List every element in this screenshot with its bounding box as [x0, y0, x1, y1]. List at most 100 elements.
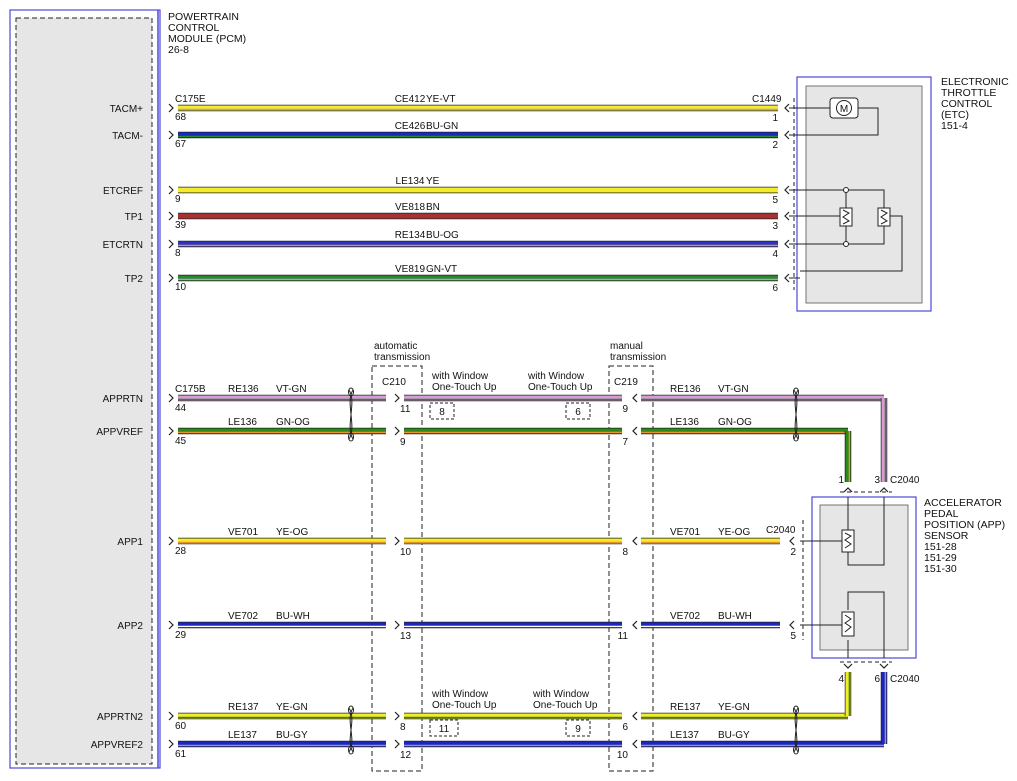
color-code-right-appvref2: BU-GY [718, 730, 750, 741]
sensor-pin-arrow-apprtn [879, 487, 889, 493]
c219-pin-apprtn: 9 [622, 404, 628, 415]
color-code-left-apprtn2: YE-GN [276, 702, 308, 713]
color-code-right-app2: BU-WH [718, 611, 752, 622]
etc-title-5: 151-4 [941, 120, 968, 132]
wire-apprtn-c210-c219 [404, 394, 622, 402]
wire-app2-c210-c219 [404, 621, 622, 629]
window-note-box-apprtn-right: 6 [575, 407, 581, 418]
wire-apprtn2-pcm-c210 [178, 712, 386, 720]
c210-pin-appvref2: 12 [400, 750, 412, 761]
circuit-id-left-appvref: LE136 [228, 417, 257, 428]
etc-pin-arrow-tp2 [784, 273, 790, 283]
circuit-id-right-apprtn: RE136 [670, 384, 701, 395]
signal-label-app1: APP1 [117, 537, 143, 548]
c219-pin-arrow-app1 [632, 536, 638, 546]
color-code-tacm-: BU-GN [426, 121, 458, 132]
c210-pin-apprtn: 11 [400, 404, 411, 415]
pcm-pin-app1: 28 [175, 546, 187, 557]
circuit-id-right-appvref: LE136 [670, 417, 699, 428]
window-note-box-apprtn2-left: 11 [439, 724, 450, 735]
wire-app1-c219-sensor [641, 537, 780, 545]
circuit-id-tacm-: CE426 [395, 121, 426, 132]
color-code-tp1: BN [426, 202, 440, 213]
app-connector-top-label: C2040 [890, 475, 920, 486]
etc-motor-symbol: M [840, 104, 848, 115]
etc-splice-top [843, 187, 849, 193]
pcm-pin-tp1: 39 [175, 220, 187, 231]
signal-label-tacm-: TACM- [112, 131, 143, 142]
app-title-6: 151-29 [924, 552, 957, 564]
signal-label-app2: APP2 [117, 621, 143, 632]
c219-note-2: transmission [610, 352, 666, 363]
pcm-pin-arrow-app2 [168, 620, 174, 630]
pcm-pin-apprtn: 44 [175, 403, 187, 414]
etc-pin-arrow-tacm- [784, 130, 790, 140]
color-code-tacm-: YE-VT [426, 94, 455, 105]
c219-pin-arrow-apprtn2 [632, 711, 638, 721]
c219-note-1: manual [610, 341, 643, 352]
etc-module: ELECTRONIC THROTTLE CONTROL (ETC) 151-4 … [752, 76, 1009, 312]
c210-pin-arrow-apprtn [394, 393, 400, 403]
sensor-pin-app2: 5 [790, 631, 796, 642]
pcm-pin-arrow-appvref2 [168, 739, 174, 749]
twisted-pair-icon-4 [793, 705, 799, 755]
c210-pin-app2: 13 [400, 631, 412, 642]
signal-label-appvref2: APPVREF2 [91, 740, 144, 751]
etc-title-3: CONTROL [941, 98, 992, 110]
twisted-pair-icon-3 [348, 705, 354, 755]
pcm-pin-app2: 29 [175, 630, 187, 641]
app-title-2: PEDAL [924, 508, 959, 520]
etc-pin-tp2: 6 [772, 283, 778, 294]
wire-appvref2-riser [880, 672, 888, 744]
color-code-etcref: YE [426, 176, 440, 187]
pcm-connector-bottom: C175B [175, 384, 206, 395]
signal-label-apprtn2: APPRTN2 [97, 712, 143, 723]
sensor-pin-arrow-appvref [843, 487, 853, 493]
circuit-id-left-app2: VE702 [228, 611, 258, 622]
etc-inner-box [805, 85, 923, 304]
pcm-title-3: MODULE (PCM) [168, 33, 246, 45]
wire-apprtn-c219-sensor [641, 394, 884, 402]
c210-label: C210 [382, 377, 406, 388]
color-code-right-apprtn2: YE-GN [718, 702, 750, 713]
pcm-pin-tacm-: 67 [175, 139, 187, 150]
circuit-id-right-appvref2: LE137 [670, 730, 699, 741]
pcm-pin-tp2: 10 [175, 282, 187, 293]
c210-pin-appvref: 9 [400, 437, 406, 448]
window-note-box-apprtn2-right: 9 [575, 724, 581, 735]
etc-pin-tp1: 3 [772, 221, 778, 232]
pcm-pin-etcref: 9 [175, 194, 181, 205]
c210-connector: automatic transmission C210 [371, 341, 430, 772]
c210-pin-apprtn2: 8 [400, 722, 406, 733]
circuit-id-right-app1: VE701 [670, 527, 700, 538]
signal-label-apprtn: APPRTN [103, 394, 143, 405]
window-note-bottom-left-2: One-Touch Up [432, 700, 497, 711]
app-connector-mid-label: C2040 [766, 525, 796, 536]
wire-apprtn2-c210-c219 [404, 712, 622, 720]
c210-note-1: automatic [374, 341, 417, 352]
sensor-pin-appvref2: 6 [874, 674, 880, 685]
c219-pin-app1: 8 [622, 547, 628, 558]
sensor-pin-arrow-app2 [789, 620, 795, 630]
sensor-pin-arrow-appvref2 [879, 663, 889, 669]
pcm-pin-appvref: 45 [175, 436, 187, 447]
circuit-id-right-apprtn2: RE137 [670, 702, 701, 713]
etc-title-1: ELECTRONIC [941, 76, 1009, 88]
wire-app1-c210-c219 [404, 537, 622, 545]
etc-pin-arrow-etcref [784, 185, 790, 195]
window-note-bottom-left-1: with Window [431, 689, 489, 700]
wire-tp2 [178, 274, 778, 282]
app-connector-bottom-label: C2040 [890, 674, 920, 685]
etc-connector-label: C1449 [752, 94, 782, 105]
window-note-top-left-1: with Window [431, 371, 489, 382]
c219-pin-arrow-appvref [632, 426, 638, 436]
sensor-pin-apprtn2: 4 [838, 674, 844, 685]
c210-pin-arrow-app1 [394, 536, 400, 546]
pcm-pin-arrow-etcref [168, 185, 174, 195]
twisted-pair-icon-1 [348, 387, 354, 442]
c219-pin-arrow-app2 [632, 620, 638, 630]
sensor-pin-app1: 2 [790, 547, 796, 558]
app-sensor-module: ACCELERATOR PEDAL POSITION (APP) SENSOR … [766, 475, 1005, 685]
pcm-pin-arrow-tacm- [168, 130, 174, 140]
pcm-pin-arrow-etcrtn [168, 239, 174, 249]
